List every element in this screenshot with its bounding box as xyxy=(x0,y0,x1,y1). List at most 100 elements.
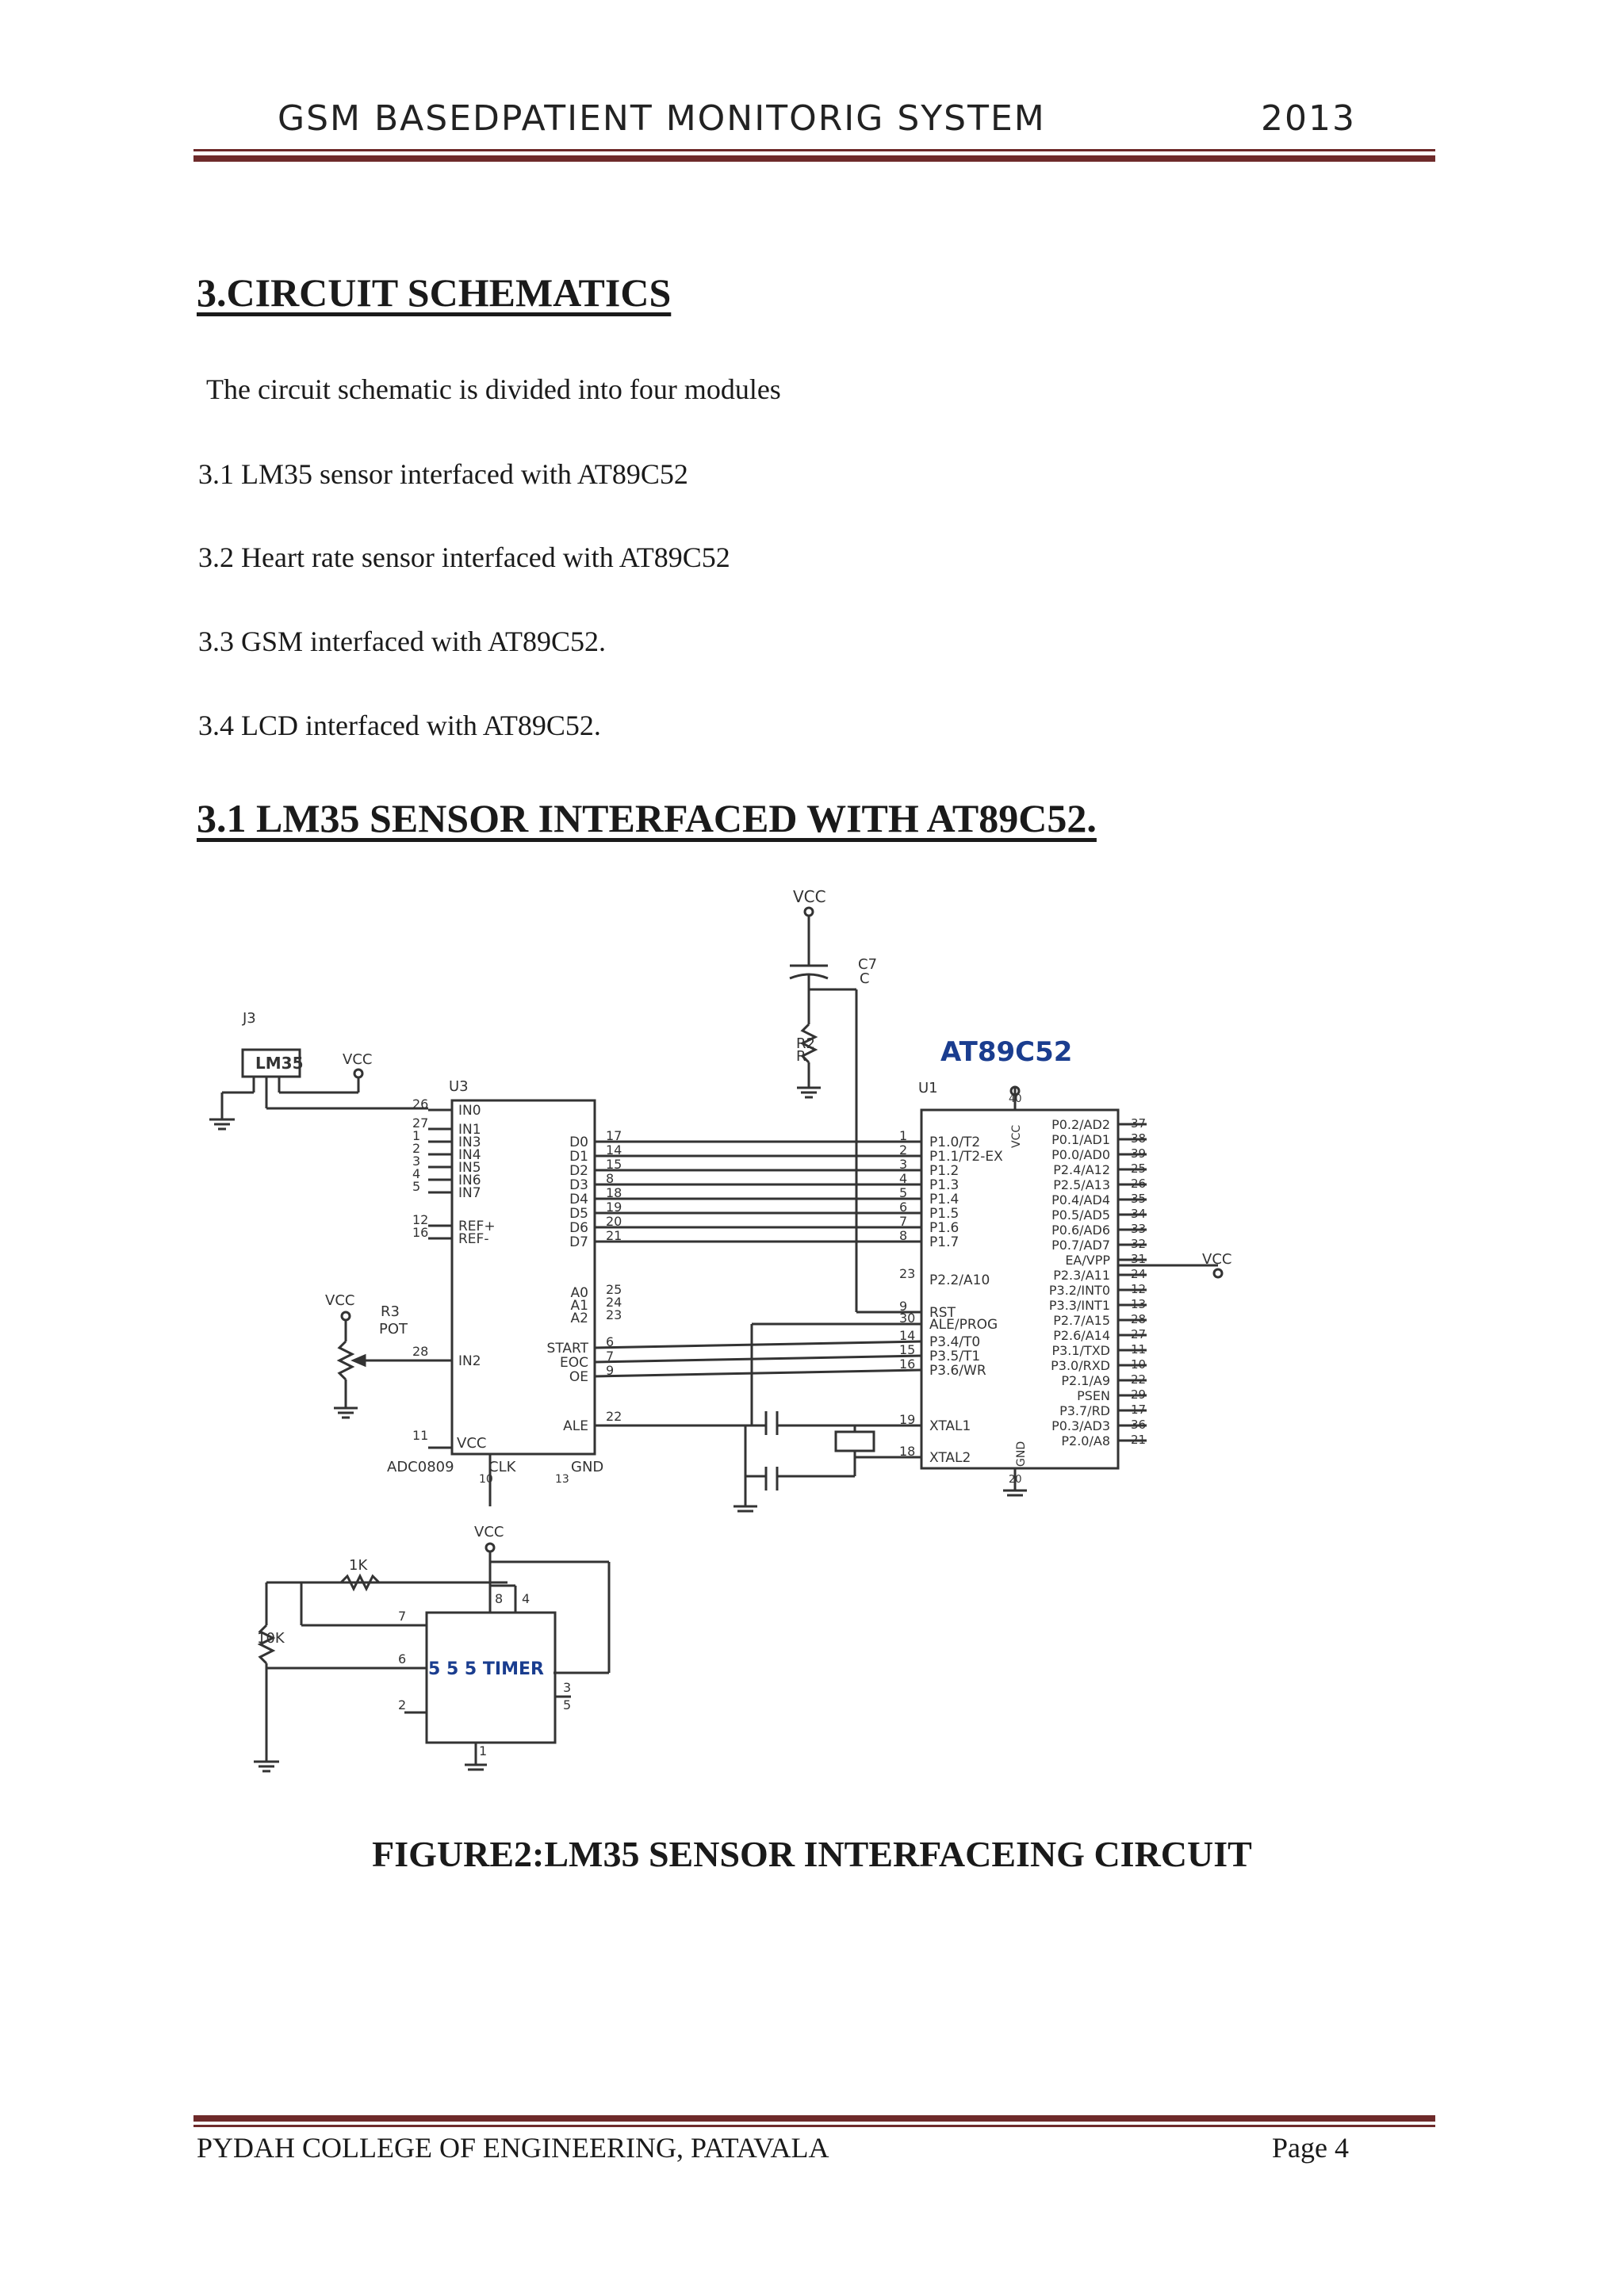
mcu-right-label: P2.3/A11 xyxy=(1053,1268,1110,1283)
lm35-sensor: J3 LM35 VCC xyxy=(209,1010,428,1131)
adc-data-label: D2 xyxy=(569,1163,588,1179)
mcu-p1-label: P1.4 xyxy=(929,1192,959,1207)
adc-data-pin: 19 xyxy=(606,1200,622,1215)
mcu-p1-pin: 8 xyxy=(899,1228,907,1243)
data-bus xyxy=(594,1140,922,1427)
pot-vcc: VCC xyxy=(325,1292,354,1309)
mcu-left-label: P3.6/WR xyxy=(929,1363,986,1379)
reset-network: VCC C7 C R2 R xyxy=(789,887,877,1312)
mcu-p1-pin: 2 xyxy=(899,1142,907,1158)
mcu-p1-pin: 5 xyxy=(899,1185,907,1200)
adc-input-pins: IN026IN127IN31IN42IN53IN64IN75REF+12REF-… xyxy=(412,1096,496,1449)
header-rule-thin xyxy=(193,149,1435,151)
pot-ref: R3 xyxy=(381,1303,400,1320)
mcu-left-pin: 18 xyxy=(899,1444,915,1459)
subsection-heading: 3.1 LM35 SENSOR INTERFACED WITH AT89C52. xyxy=(197,796,1097,840)
module-item-3: 3.3 GSM interfaced with AT89C52. xyxy=(198,626,606,657)
adc-ref-pin: 12 xyxy=(412,1212,428,1227)
adc-data-label: D1 xyxy=(569,1149,588,1165)
r10k-label: 10K xyxy=(257,1630,285,1647)
footer-rule-thick xyxy=(193,2115,1435,2122)
adc-input-label: IN7 xyxy=(458,1185,481,1201)
mcu-p1-pin: 3 xyxy=(899,1157,907,1172)
mcu-vcc-pin: 40 xyxy=(1009,1093,1022,1105)
adc-data-pin: 15 xyxy=(606,1157,622,1172)
cap-ref: C7 xyxy=(858,956,877,973)
cap-name: C xyxy=(860,970,870,987)
footer-rule-thin xyxy=(193,2125,1435,2127)
adc-addr-label: A0 xyxy=(571,1285,588,1301)
footer-page-number: Page 4 xyxy=(1272,2132,1349,2164)
mcu-right-label: P0.0/AD0 xyxy=(1051,1147,1110,1162)
timer-pin: 1 xyxy=(479,1743,487,1758)
mcu-left-label: XTAL2 xyxy=(929,1450,971,1466)
mcu-gnd-pin-label: GND xyxy=(1015,1441,1028,1467)
mcu-left-label: XTAL1 xyxy=(929,1418,971,1434)
mcu-left-label: P3.5/T1 xyxy=(929,1349,980,1364)
adc-data-pin: 20 xyxy=(606,1214,622,1229)
footer-college: PYDAH COLLEGE OF ENGINEERING, PATAVALA xyxy=(197,2132,829,2164)
mcu-left-label: ALE/PROG xyxy=(929,1317,998,1333)
adc-data-label: D0 xyxy=(569,1135,588,1150)
mcu-p1-pin: 7 xyxy=(899,1214,907,1229)
mcu-left-label: RST xyxy=(929,1305,956,1321)
timer-pin: 7 xyxy=(398,1609,406,1624)
adc-ctrl-pin: 6 xyxy=(606,1334,614,1349)
sensor-vcc: VCC xyxy=(343,1051,372,1068)
section-heading: 3.CIRCUIT SCHEMATICS xyxy=(197,270,672,315)
mcu-p1-label: P1.2 xyxy=(929,1163,959,1179)
adc-data-pin: 17 xyxy=(606,1128,622,1143)
sensor-name: LM35 xyxy=(255,1054,303,1073)
adc-ref-pin: 16 xyxy=(412,1225,428,1240)
pot-r3: VCC R3 POT xyxy=(325,1292,452,1419)
mcu-right-label: P2.4/A12 xyxy=(1053,1162,1110,1177)
adc-vcc-pin: 11 xyxy=(412,1428,428,1443)
adc-addr-label: A1 xyxy=(571,1298,588,1314)
mcu-p1-pin: 6 xyxy=(899,1200,907,1215)
mcu-p1-label: P1.7 xyxy=(929,1234,959,1250)
circuit-schematic-figure: VCC C7 C R2 R J3 LM35 VCC xyxy=(174,880,1237,1796)
adc-gnd-label: GND xyxy=(571,1459,603,1475)
mcu-right-label: P0.2/AD2 xyxy=(1051,1117,1110,1132)
mcu-gnd-pin: 20 xyxy=(1009,1474,1022,1486)
adc-input-pin: 27 xyxy=(412,1115,428,1131)
mcu-left-pin: 19 xyxy=(899,1412,915,1427)
mcu-left-pin: 15 xyxy=(899,1342,915,1357)
mcu-p1-label: P1.3 xyxy=(929,1177,959,1193)
res-ref: R2 xyxy=(796,1035,815,1052)
mcu-right-label: P2.1/A9 xyxy=(1061,1373,1110,1388)
r1k-label: 1K xyxy=(349,1557,368,1574)
adc-input-pin: 2 xyxy=(412,1141,420,1156)
adc-addr-pin: 24 xyxy=(606,1295,622,1310)
mcu-p1-pin: 1 xyxy=(899,1128,907,1143)
mcu-left-label: P2.2/A10 xyxy=(929,1272,990,1288)
adc-ale-label: ALE xyxy=(563,1418,588,1434)
pot-name: POT xyxy=(379,1321,408,1337)
mcu-left-pin: 14 xyxy=(899,1328,915,1343)
adc-data-label: D5 xyxy=(569,1206,588,1222)
vcc-label-top: VCC xyxy=(793,887,826,906)
timer-pin: 2 xyxy=(398,1697,406,1712)
mcu-right-label: PSEN xyxy=(1077,1388,1110,1403)
intro-paragraph: The circuit schematic is divided into fo… xyxy=(206,373,781,405)
adc0809-chip: U3 IN026IN127IN31IN42IN53IN64IN75REF+12R… xyxy=(387,1078,622,1486)
mcu-right-label: P2.5/A13 xyxy=(1053,1177,1110,1192)
figure-caption: FIGURE2:LM35 SENSOR INTERFACEING CIRCUIT xyxy=(372,1834,1252,1874)
timer-pin: 4 xyxy=(522,1591,530,1606)
mcu-left-pin: 16 xyxy=(899,1357,915,1372)
mcu-right-label: P0.7/AD7 xyxy=(1051,1238,1110,1253)
mcu-right-label: P0.4/AD4 xyxy=(1051,1192,1110,1207)
mcu-p1-label: P1.1/T2-EX xyxy=(929,1149,1003,1165)
at89c52-chip: AT89C52 U1 VCC GND P1.0/T21P1.1/T2-EX2P1… xyxy=(899,1036,1231,1497)
adc-input-label: IN6 xyxy=(458,1173,481,1188)
adc-vcc-label: VCC xyxy=(457,1435,486,1452)
module-item-2: 3.2 Heart rate sensor interfaced with AT… xyxy=(198,541,730,573)
adc-clk-label: CLK xyxy=(488,1459,517,1475)
mcu-left-pin: 23 xyxy=(899,1266,915,1281)
mcu-vcc-pin-label: VCC xyxy=(1010,1125,1023,1148)
mcu-right-label: P2.7/A15 xyxy=(1053,1313,1110,1328)
adc-input-label: IN0 xyxy=(458,1103,481,1119)
mcu-ea-vcc: VCC xyxy=(1202,1251,1231,1268)
